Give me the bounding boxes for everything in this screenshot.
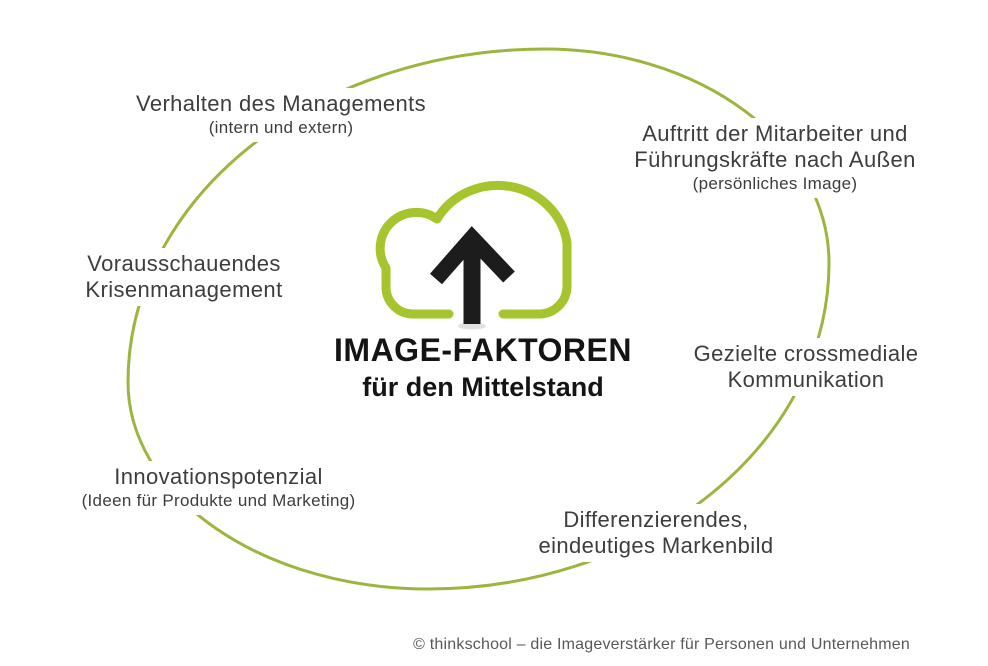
factor-line: Verhalten des Managements bbox=[135, 91, 427, 116]
factor-label-brand-image: Differenzierendes, eindeutiges Markenbil… bbox=[506, 504, 806, 562]
factor-line: Kommunikation bbox=[727, 367, 885, 392]
up-arrow-icon bbox=[429, 226, 515, 330]
factor-line: Vorausschauendes bbox=[87, 251, 281, 276]
factor-label-crossmedia-communication: Gezielte crossmediale Kommunikation bbox=[676, 338, 936, 396]
factor-label-crisis-management: Vorausschauendes Krisenmanagement bbox=[74, 248, 294, 306]
factor-label-management-behavior: Verhalten des Managements (intern und ex… bbox=[101, 88, 461, 142]
arrow-shadow bbox=[458, 322, 486, 330]
factor-line: Gezielte crossmediale bbox=[693, 341, 919, 366]
factor-line: Auftritt der Mitarbeiter und bbox=[642, 121, 908, 146]
cloud-icon bbox=[375, 180, 572, 319]
factor-subline: (Ideen für Produkte und Marketing) bbox=[81, 491, 356, 510]
factor-label-employee-appearance: Auftritt der Mitarbeiter und Führungskrä… bbox=[595, 118, 955, 198]
factor-line: Innovationspotenzial bbox=[114, 464, 323, 489]
logo-title-block: IMAGE-FAKTOREN für den Mittelstand bbox=[283, 332, 683, 402]
factor-line: Krisenmanagement bbox=[85, 277, 283, 302]
factor-line: Führungskräfte nach Außen bbox=[634, 147, 916, 172]
factor-label-innovation-potential: Innovationspotenzial (Ideen für Produkte… bbox=[31, 461, 406, 515]
factor-line: Differenzierendes, bbox=[563, 507, 749, 532]
factor-line: eindeutiges Markenbild bbox=[538, 533, 774, 558]
logo-subtitle: für den Mittelstand bbox=[362, 372, 604, 402]
factor-subline: (persönliches Image) bbox=[692, 174, 858, 193]
factor-subline: (intern und extern) bbox=[208, 118, 354, 137]
logo-title: IMAGE-FAKTOREN bbox=[334, 332, 632, 368]
copyright-footer: © thinkschool – die Imageverstärker für … bbox=[413, 636, 910, 653]
